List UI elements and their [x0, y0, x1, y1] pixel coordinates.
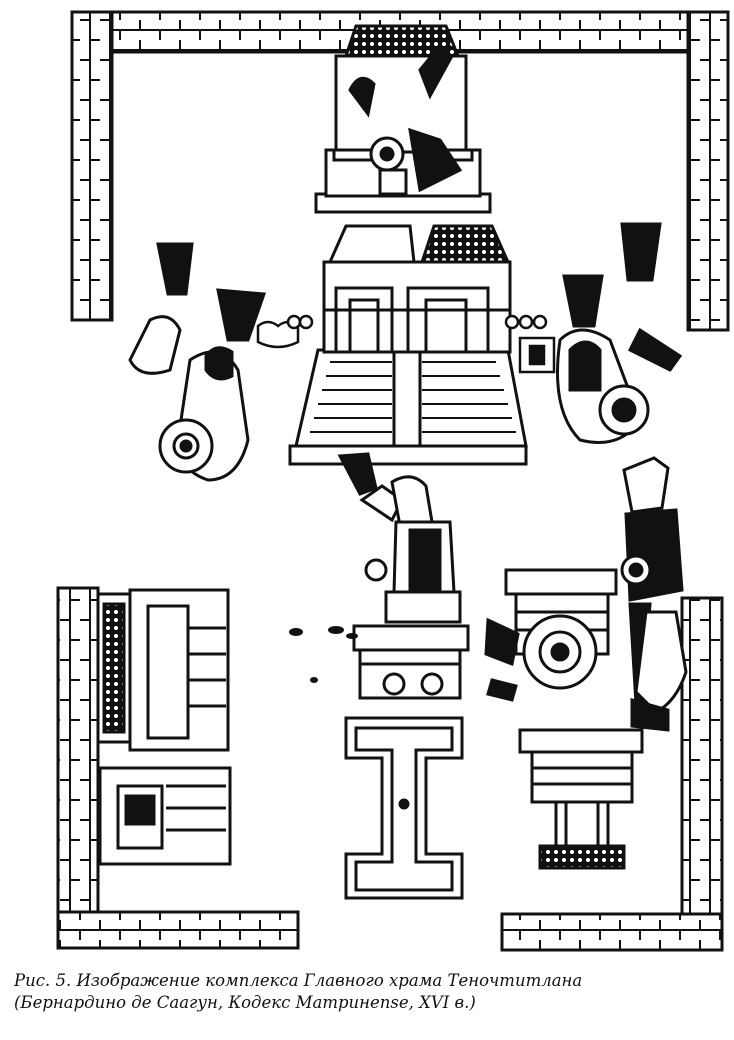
left-building-lower [98, 766, 232, 866]
left-priest-figure [128, 242, 267, 482]
enclosure-wall-bottom-left [56, 586, 300, 950]
top-shrine [314, 24, 492, 214]
right-priest-figure [556, 222, 683, 444]
right-lower-temple [518, 728, 644, 870]
main-twin-pyramid [288, 224, 528, 466]
pyramid-stairs [310, 361, 516, 433]
figure-caption: Рис. 5. Изображение комплекса Главного х… [14, 970, 724, 1014]
sacrificed-figure [620, 456, 688, 732]
enclosure-wall-bottom-right [500, 596, 724, 952]
central-warrior-figure [337, 452, 462, 624]
enclosure-wall-top [70, 10, 730, 332]
temple-complex-illustration [56, 10, 730, 952]
central-altar-platform [352, 624, 470, 700]
right-glyph-ornament [504, 314, 556, 374]
ball-court [344, 716, 464, 900]
left-building-upper [96, 588, 230, 752]
footprints-trail [289, 626, 358, 683]
caption-line-1: Рис. 5. Изображение комплекса Главного х… [14, 971, 583, 990]
left-glyph-ornament [256, 314, 314, 349]
caption-line-2: (Бернардино де Саагун, Кодекс Матринense… [14, 993, 476, 1012]
right-shrine-with-disc [484, 568, 618, 702]
